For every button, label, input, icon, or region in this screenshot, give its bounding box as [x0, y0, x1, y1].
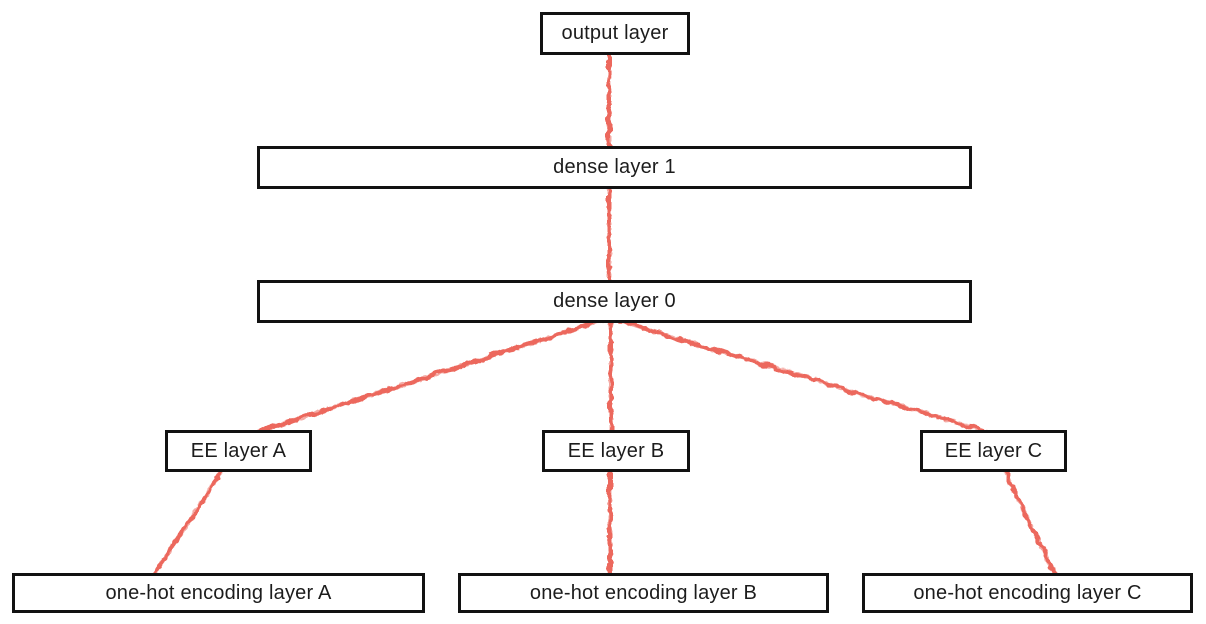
node-ee-layer-b-label: EE layer B	[567, 439, 665, 462]
node-one-hot-encoding-layer-a: one-hot encoding layer A	[12, 573, 425, 613]
edge-dense0-ee-c-grain	[607, 316, 996, 436]
node-one-hot-encoding-layer-b-label: one-hot encoding layer B	[529, 581, 758, 604]
node-ee-layer-b: EE layer B	[542, 430, 690, 472]
edge-ee-a-onehot-a-grain	[150, 464, 227, 580]
node-ee-layer-a-label: EE layer A	[190, 439, 287, 462]
node-dense-layer-0: dense layer 0	[257, 280, 972, 323]
edge-dense0-ee-a-grain	[243, 316, 611, 438]
node-output-layer-label: output layer	[561, 22, 669, 44]
node-dense-layer-1: dense layer 1	[257, 146, 972, 189]
node-output-layer: output layer	[540, 12, 690, 55]
node-one-hot-encoding-layer-c: one-hot encoding layer C	[862, 573, 1193, 613]
node-ee-layer-c-label: EE layer C	[944, 439, 1043, 462]
node-dense-layer-1-label: dense layer 1	[553, 156, 676, 178]
node-dense-layer-0-label: dense layer 0	[553, 290, 676, 312]
node-one-hot-encoding-layer-c-label: one-hot encoding layer C	[913, 581, 1142, 604]
node-ee-layer-a: EE layer A	[165, 430, 312, 472]
edge-ee-c-onehot-c-grain	[1000, 464, 1059, 580]
node-ee-layer-c: EE layer C	[920, 430, 1067, 472]
node-one-hot-encoding-layer-a-label: one-hot encoding layer A	[105, 581, 332, 604]
node-one-hot-encoding-layer-b: one-hot encoding layer B	[458, 573, 829, 613]
